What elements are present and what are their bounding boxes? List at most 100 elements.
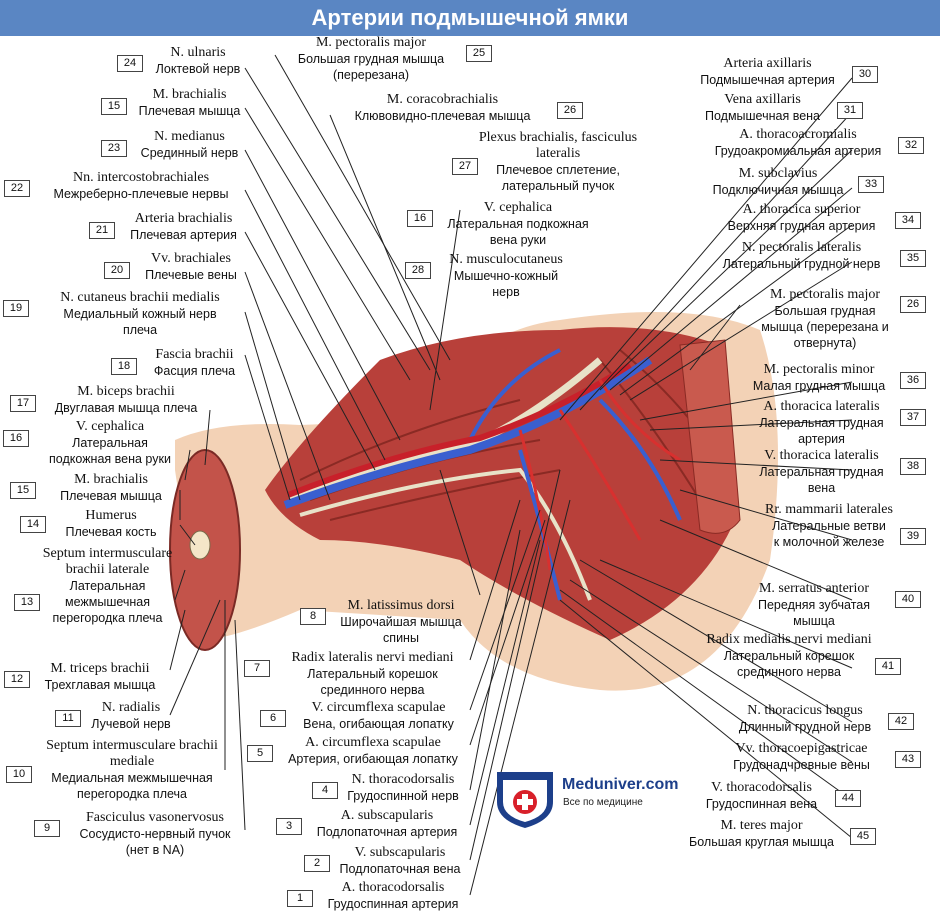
label-number: 16: [407, 210, 433, 227]
label-latin: V. thoracica lateralis: [764, 448, 879, 463]
label-latin: V. cephalica: [483, 200, 553, 215]
label-russian: Подмышечная артерия: [700, 73, 835, 87]
label-latin: Septum intermusculare brachii mediale: [46, 738, 218, 769]
label-number: 20: [104, 262, 130, 279]
label-latin: Arteria axillaris: [723, 56, 812, 71]
label-russian: Мышечно-кожный: [453, 269, 559, 283]
label-number: 16: [3, 430, 29, 447]
label-latin: N. thoracodorsalis: [351, 772, 455, 787]
label-number: 21: [89, 222, 115, 239]
label-russian-2: срединного нерва: [737, 665, 841, 679]
label-latin: M. brachialis: [152, 87, 227, 102]
label-number: 36: [900, 372, 926, 389]
label-russian-2: латеральный пучок: [501, 179, 615, 193]
label-russian: Грудоакромиальная артерия: [714, 144, 882, 158]
page-title: Артерии подмышечной ямки: [0, 0, 940, 36]
label-russian-2: спины: [383, 631, 419, 645]
label-russian: Латеральная грудная: [759, 416, 884, 430]
label-latin: N. cutaneus brachii medialis: [60, 290, 220, 305]
label-russian: Клювовидно-плечевая мышца: [354, 109, 531, 123]
label-latin: N. musculocutaneus: [449, 252, 563, 267]
label-number: 18: [111, 358, 137, 375]
label-number: 6: [260, 710, 286, 727]
label-latin: N. ulnaris: [170, 45, 226, 60]
label-latin: A. thoracica superior: [742, 202, 861, 217]
label-latin: V. subscapularis: [354, 845, 446, 860]
label-latin: Arteria brachialis: [134, 211, 233, 226]
label-number: 25: [466, 45, 492, 62]
label-number: 17: [10, 395, 36, 412]
label-number: 24: [117, 55, 143, 72]
label-number: 27: [452, 158, 478, 175]
label-russian: Латеральный грудной нерв: [722, 257, 881, 271]
label-russian-2: плеча: [122, 323, 158, 337]
label-russian: Фасция плеча: [153, 364, 236, 378]
label-russian: Плечевая мышца: [60, 489, 162, 503]
label-russian: Медиальный кожный нерв: [63, 307, 217, 321]
label-number: 39: [900, 528, 926, 545]
label-russian: Большая грудная мышца (перерезана и отве…: [761, 304, 889, 350]
label-russian: Сосудисто-нервный пучок: [79, 827, 231, 841]
label-latin: Radix lateralis nervi mediani: [291, 650, 454, 665]
nerve-branch: [299, 467, 592, 601]
label-latin: N. pectoralis lateralis: [741, 240, 862, 255]
pectoralis-flap: [679, 339, 741, 534]
logo-name: Meduniver.com: [562, 776, 679, 793]
label-number: 23: [101, 140, 127, 157]
label-latin: A. thoracodorsalis: [341, 880, 445, 895]
label-russian: Латеральная: [72, 436, 148, 450]
label-latin: V. cephalica: [75, 419, 145, 434]
label-latin: M. coracobrachialis: [386, 92, 499, 107]
label-latin: M. triceps brachii: [50, 661, 150, 676]
label-russian-2: к молочной железе: [773, 535, 885, 549]
label-russian: Латеральный корешок: [307, 667, 438, 681]
label-number: 30: [852, 66, 878, 83]
leader-lines: [169, 54, 853, 896]
label-russian: Медиальная межмышечная перегородка плеча: [51, 771, 213, 801]
label-latin: M. serratus anterior: [758, 581, 870, 596]
label-russian-2: подкожная вена руки: [49, 452, 171, 466]
label-number: 7: [244, 660, 270, 677]
label-latin: M. biceps brachii: [77, 384, 175, 399]
label-russian: Латеральные ветви: [772, 519, 886, 533]
label-latin: Plexus brachialis, fasciculus lateralis: [478, 130, 638, 161]
label-latin: Rr. mammarii laterales: [765, 502, 893, 517]
meduniver-logo: [497, 772, 553, 828]
label-latin: M. pectoralis minor: [763, 362, 875, 377]
label-russian: Латеральная межмышечная перегородка плеч…: [52, 579, 163, 625]
label-russian: Грудоспинная вена: [705, 797, 818, 811]
label-latin: Radix medialis nervi mediani: [706, 632, 872, 647]
label-russian: Плечевая артерия: [130, 228, 237, 242]
